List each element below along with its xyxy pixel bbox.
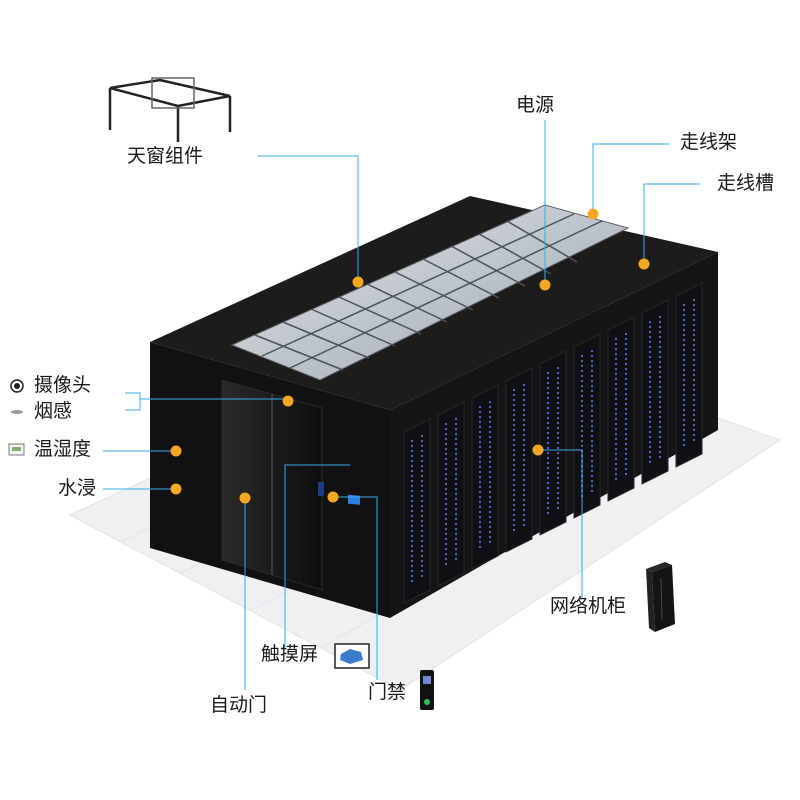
front-door (221, 379, 360, 591)
skylight-frame-icon (108, 77, 232, 142)
label-access-control: 门禁 (368, 681, 407, 703)
label-power: 电源 (516, 94, 555, 116)
callout-dot-auto-door (239, 492, 251, 504)
label-smoke: 烟感 (34, 400, 73, 422)
callout-dot-cable-trough (638, 258, 650, 270)
skylight-glass (230, 204, 630, 381)
callout-dot-power (539, 279, 551, 291)
callout-dot-camera (282, 395, 294, 407)
callout-dots (170, 208, 650, 504)
thermometer-box-icon (8, 443, 25, 456)
label-temp-humidity: 温湿度 (34, 438, 92, 460)
label-camera: 摄像头 (34, 374, 92, 396)
label-network-cabinet: 网络机柜 (550, 595, 627, 617)
label-water-leak: 水浸 (58, 477, 97, 499)
server-cabinets (403, 282, 703, 604)
camera-icon (10, 379, 24, 393)
label-skylight: 天窗组件 (127, 145, 204, 167)
callout-dot-cable-rack (587, 208, 599, 220)
callout-dot-water (170, 483, 182, 495)
smoke-detector-icon (11, 410, 23, 414)
callout-dot-access (327, 491, 339, 503)
leader-lines (103, 120, 700, 690)
access-reader-icon (420, 670, 434, 710)
label-cable-trough: 走线槽 (717, 172, 775, 194)
callout-dot-cabinet (532, 444, 544, 456)
label-cable-rack: 走线架 (680, 131, 738, 153)
callout-dot-temp (170, 445, 182, 457)
label-auto-door: 自动门 (210, 694, 268, 716)
cabinet-icon (646, 562, 675, 632)
touch-screen-icon (334, 643, 370, 669)
label-touch-screen: 触摸屏 (261, 643, 319, 665)
callout-dot-skylight (352, 276, 364, 288)
